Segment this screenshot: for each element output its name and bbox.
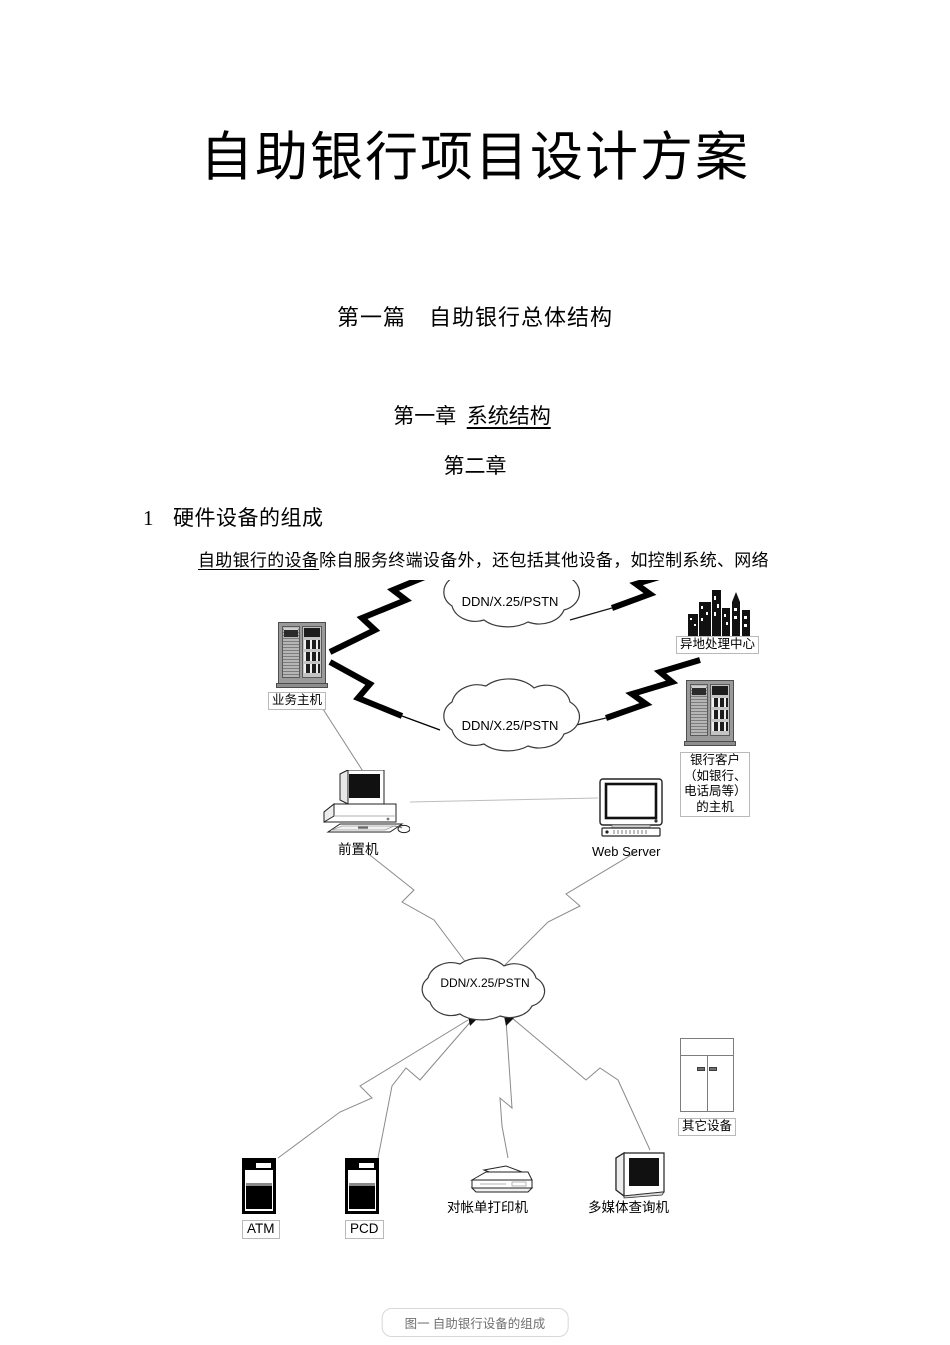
bank-customer-host-label: 银行客户 （如银行、 电话局等） 的主机 <box>680 752 750 817</box>
link-cloud-top-to-remote-center <box>569 580 660 621</box>
bank-host-label-line-2: （如银行、 <box>684 768 747 783</box>
node-multimedia-kiosk[interactable] <box>606 1152 668 1200</box>
remote-center-label: 异地处理中心 <box>676 636 760 654</box>
arrowhead-out-cloud-right <box>504 1016 514 1026</box>
pcd-icon <box>345 1158 379 1214</box>
cloud-middle-shape <box>443 678 581 752</box>
desktop-computer-icon <box>323 770 410 834</box>
multimedia-kiosk-label: 多媒体查询机 <box>588 1200 669 1215</box>
pcd-label: PCD <box>345 1220 384 1239</box>
page-title: 自助银行项目设计方案 <box>200 129 750 187</box>
node-remote-center[interactable] <box>686 588 752 638</box>
paragraph-underlined-phrase: 自助银行的设备 <box>198 551 320 570</box>
link-cloud-middle-to-bank-host <box>571 657 701 727</box>
cloud-middle-label: DDN/X.25/PSTN <box>461 718 559 733</box>
cloud-top-label: DDN/X.25/PSTN <box>461 594 559 609</box>
node-bank-customer-host[interactable] <box>684 680 736 746</box>
node-other-equipment[interactable] <box>680 1038 734 1112</box>
monitor-icon <box>599 778 663 837</box>
chapter-one-heading: 第一章 系统结构 <box>0 400 950 430</box>
link-cloud-center-to-multimedia-kiosk <box>511 1017 651 1151</box>
cloud-top-shape <box>443 580 581 628</box>
statement-printer-label: 对帐单打印机 <box>447 1200 528 1215</box>
link-front-end-to-web-server <box>409 797 599 803</box>
web-server-label: Web Server <box>592 844 661 859</box>
other-equipment-label: 其它设备 <box>678 1118 737 1136</box>
atm-icon <box>242 1158 276 1214</box>
atm-label: ATM <box>242 1220 280 1239</box>
bank-host-label-line-3: 电话局等） <box>684 784 747 799</box>
printer-icon <box>470 1165 534 1193</box>
node-pcd[interactable] <box>345 1158 379 1214</box>
cabinet-icon <box>680 1038 734 1112</box>
business-host-label: 业务主机 <box>268 692 327 710</box>
link-host-to-cloud-top <box>328 580 426 655</box>
node-statement-printer[interactable] <box>466 1158 536 1198</box>
bank-host-tower-icon <box>684 680 736 746</box>
paragraph-rest: 除自服务终端设备外，还包括其他设备，如控制系统、网络 <box>319 551 769 570</box>
server-tower-icon <box>276 622 328 688</box>
section-title: 硬件设备的组成 <box>173 506 324 530</box>
chapter-one-title: 系统结构 <box>466 404 551 428</box>
cloud-center-shape <box>421 957 546 1021</box>
link-cloud-center-to-pcd <box>377 1019 473 1159</box>
bank-host-label-line-4: 的主机 <box>696 799 734 814</box>
network-diagram: DDN/X.25/PSTN DDN/X.25/PSTN DDN/X.25/PST… <box>0 580 950 1280</box>
link-cloud-center-to-printer <box>499 1019 513 1159</box>
diagram-connectors <box>277 580 701 1159</box>
bank-host-label-line-1: 银行客户 <box>689 753 740 767</box>
chapter-two-heading: 第二章 <box>443 454 507 478</box>
node-atm[interactable] <box>242 1158 276 1214</box>
city-skyline-icon <box>688 590 750 638</box>
link-cloud-center-to-atm <box>277 1019 469 1159</box>
multimedia-kiosk-icon <box>615 1152 665 1199</box>
part-heading: 第一篇 自助银行总体结构 <box>336 305 613 330</box>
section-heading: 1 硬件设备的组成 <box>143 502 324 532</box>
link-web-server-to-cloud-center <box>499 851 637 971</box>
link-front-end-to-cloud-center <box>365 851 471 969</box>
body-paragraph: 自助银行的设备除自服务终端设备外，还包括其他设备，如控制系统、网络 <box>198 546 769 571</box>
figure-caption: 图一 自助银行设备的组成 <box>381 1308 569 1337</box>
node-business-host[interactable] <box>276 622 328 688</box>
node-web-server[interactable] <box>598 778 664 840</box>
cloud-center-label: DDN/X.25/PSTN <box>440 976 530 990</box>
front-end-label: 前置机 <box>338 842 379 857</box>
link-host-to-cloud-middle <box>328 659 441 731</box>
section-number: 1 <box>143 506 154 530</box>
chapter-one-prefix: 第一章 <box>393 404 457 428</box>
node-front-end-processor[interactable] <box>318 770 410 840</box>
